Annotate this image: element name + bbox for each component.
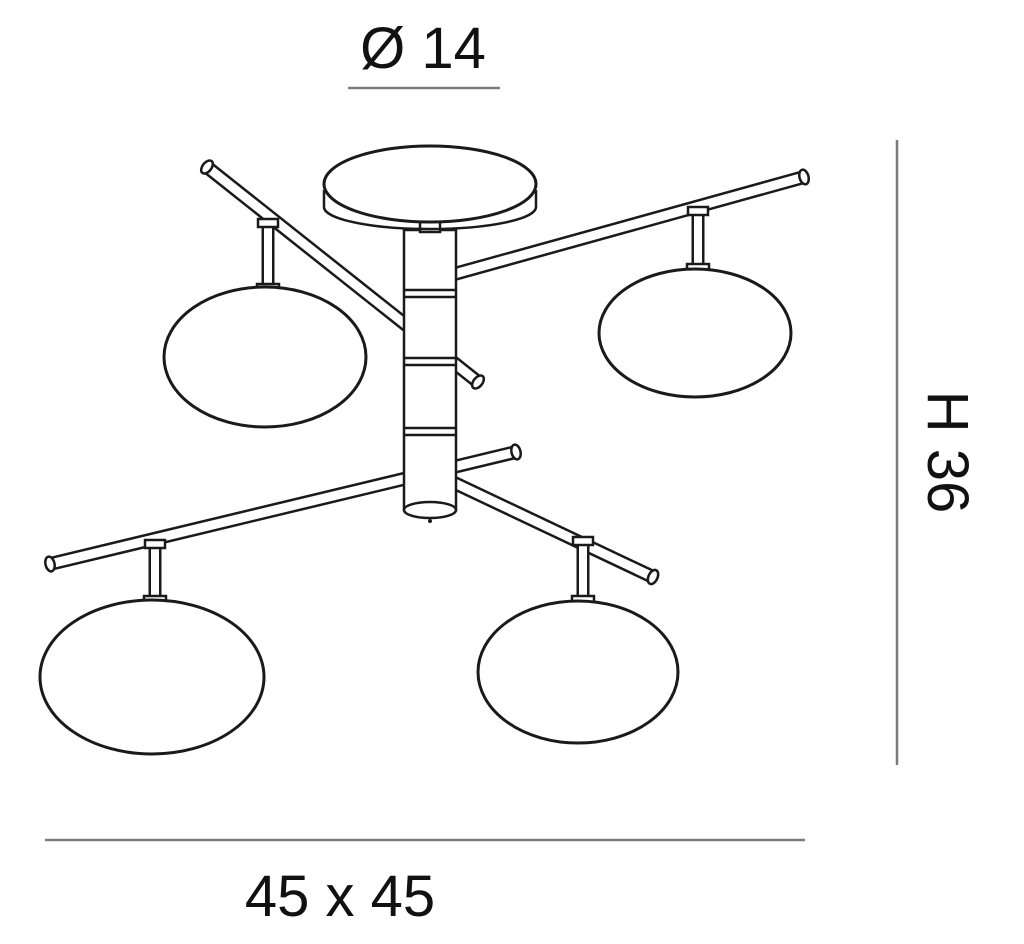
shade-upper-right <box>597 267 793 399</box>
footprint-label: 45 x 45 <box>245 864 435 929</box>
ceiling-lamp-drawing <box>38 144 811 756</box>
shade-upper-left <box>162 285 368 429</box>
arm-end-cap <box>44 555 56 573</box>
canopy-rim-bottom <box>322 206 538 231</box>
stem-collar-top <box>256 217 280 229</box>
lamp-shades <box>38 267 793 756</box>
arm-upper-right <box>438 168 811 285</box>
stem-collar-top <box>571 535 595 547</box>
column-bottom-cap <box>402 500 458 520</box>
stem-collar-top <box>143 538 167 550</box>
shade-lower-left <box>38 598 266 756</box>
arm-end-cap <box>199 159 215 175</box>
arm-end-cap <box>510 443 522 461</box>
ceiling-canopy <box>322 144 538 234</box>
arm-end-cap <box>797 168 811 186</box>
stem-upper-right <box>685 205 711 274</box>
stem-lower-left <box>142 538 168 606</box>
height-label: H 36 <box>915 391 980 514</box>
shade-lower-right <box>476 599 680 745</box>
dimension-footprint: 45 x 45 <box>45 838 805 929</box>
arm-end-cap <box>470 374 486 390</box>
column-bottom-mark <box>428 519 432 523</box>
column-body <box>402 228 458 512</box>
stem-collar-top <box>686 205 710 217</box>
central-column <box>402 228 458 523</box>
arm-end-cap <box>646 568 660 586</box>
canopy-plate <box>322 144 538 224</box>
dimension-height: H 36 <box>895 140 980 765</box>
dimension-annotations: Ø 14 H 36 45 x 45 <box>45 16 980 929</box>
diameter-label: Ø 14 <box>360 16 486 81</box>
dimension-diameter: Ø 14 <box>348 16 500 90</box>
